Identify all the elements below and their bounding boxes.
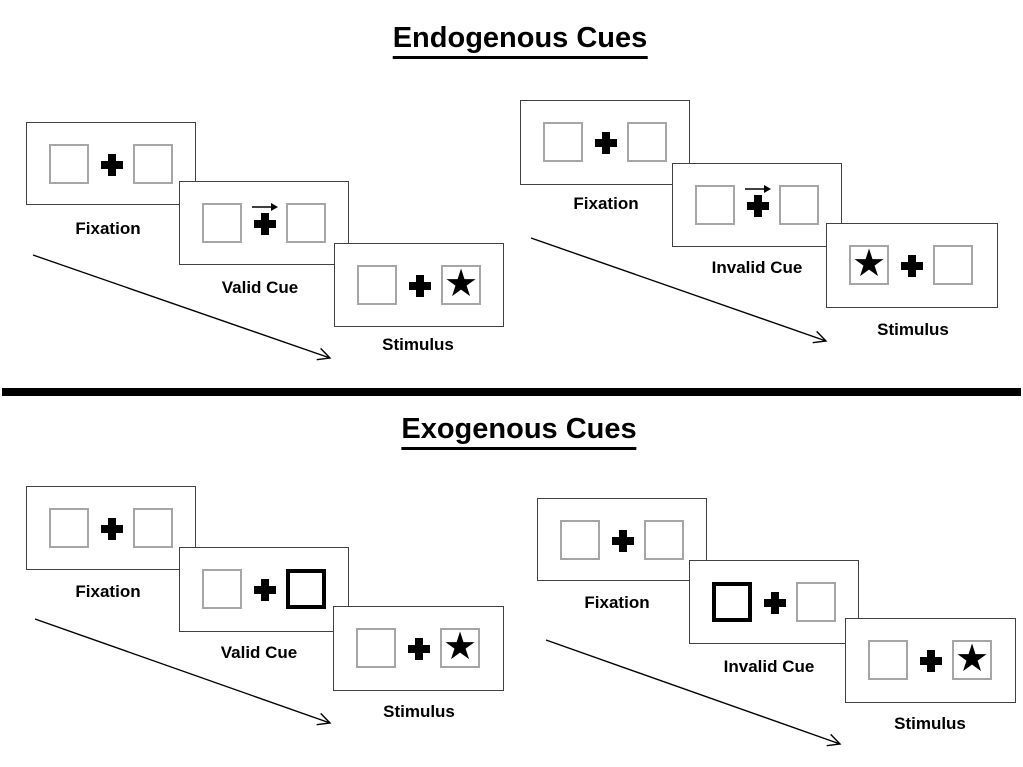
stimulus-screen: ★ xyxy=(334,243,504,327)
step-label-fixation: Fixation xyxy=(573,194,639,213)
left-placeholder-box xyxy=(202,569,242,609)
star-stimulus-icon: ★ xyxy=(954,637,990,680)
step-label-fixation: Fixation xyxy=(75,219,141,238)
right-stimulus-box: ★ xyxy=(441,265,481,305)
cue-arrow-icon xyxy=(251,200,279,212)
step-label-stimulus: Stimulus xyxy=(382,335,454,354)
cue-screen xyxy=(179,547,349,632)
left-placeholder-box xyxy=(356,628,396,668)
step-label-cue: Valid Cue xyxy=(221,278,299,297)
right-placeholder-box xyxy=(133,508,173,548)
right-placeholder-box xyxy=(627,122,667,162)
left-placeholder-box xyxy=(202,203,242,243)
timeline-arrow-exogenous-invalid xyxy=(545,639,842,747)
fixation-screen xyxy=(520,100,690,185)
fixation-cross-icon xyxy=(747,195,769,217)
fixation-screen xyxy=(26,486,196,570)
right-stimulus-box: ★ xyxy=(952,640,992,680)
right-placeholder-box xyxy=(779,185,819,225)
step-label-fixation: Fixation xyxy=(75,582,141,601)
stimulus-screen: ★ xyxy=(333,606,504,691)
step-label-fixation: Fixation xyxy=(584,593,650,612)
cue-screen xyxy=(672,163,842,247)
fixation-cross-icon xyxy=(409,275,431,297)
fixation-screen xyxy=(26,122,196,205)
fixation-cross-icon xyxy=(254,213,276,235)
star-stimulus-icon: ★ xyxy=(443,262,479,305)
right-placeholder-box xyxy=(933,245,973,285)
step-label-stimulus: Stimulus xyxy=(877,320,949,339)
star-stimulus-icon: ★ xyxy=(851,242,887,285)
left-placeholder-box xyxy=(695,185,735,225)
right-placeholder-box xyxy=(644,520,684,560)
fixation-cross-icon xyxy=(101,518,123,540)
fixation-cross-icon xyxy=(101,154,123,176)
right-placeholder-box xyxy=(796,582,836,622)
section-title-endogenous-text: Endogenous Cues xyxy=(392,22,648,59)
fixation-cross-icon xyxy=(254,579,276,601)
fixation-cross-icon xyxy=(920,650,942,672)
left-placeholder-box xyxy=(868,640,908,680)
left-placeholder-box xyxy=(543,122,583,162)
fixation-cross-icon xyxy=(764,592,786,614)
timeline-arrow-endogenous-valid xyxy=(32,254,332,361)
step-label-cue: Invalid Cue xyxy=(711,258,803,277)
left-placeholder-box xyxy=(49,144,89,184)
fixation-cross-icon xyxy=(595,132,617,154)
left-placeholder-box xyxy=(357,265,397,305)
stimulus-screen: ★ xyxy=(845,618,1016,703)
fixation-screen xyxy=(537,498,707,581)
cue-highlight-box xyxy=(712,582,752,622)
left-stimulus-box: ★ xyxy=(849,245,889,285)
cue-screen xyxy=(689,560,859,644)
section-title-exogenous: Exogenous Cues xyxy=(401,413,637,450)
star-stimulus-icon: ★ xyxy=(442,625,478,668)
stimulus-screen: ★ xyxy=(826,223,998,308)
section-divider xyxy=(2,388,1021,396)
step-label-stimulus: Stimulus xyxy=(894,714,966,733)
fixation-cross-icon xyxy=(408,638,430,660)
right-placeholder-box xyxy=(286,203,326,243)
step-label-cue: Valid Cue xyxy=(220,643,298,662)
timeline-arrow-endogenous-invalid xyxy=(530,237,828,344)
step-label-stimulus: Stimulus xyxy=(383,702,455,721)
right-placeholder-box xyxy=(133,144,173,184)
left-placeholder-box xyxy=(560,520,600,560)
fixation-cross-icon xyxy=(901,255,923,277)
right-stimulus-box: ★ xyxy=(440,628,480,668)
cue-arrow-icon xyxy=(744,182,772,194)
timeline-arrow-exogenous-valid xyxy=(34,618,332,726)
section-title-endogenous: Endogenous Cues xyxy=(392,22,648,59)
left-placeholder-box xyxy=(49,508,89,548)
section-title-exogenous-text: Exogenous Cues xyxy=(401,413,637,450)
cue-screen xyxy=(179,181,349,265)
cue-highlight-box xyxy=(286,569,326,609)
fixation-cross-icon xyxy=(612,530,634,552)
step-label-cue: Invalid Cue xyxy=(723,657,815,676)
